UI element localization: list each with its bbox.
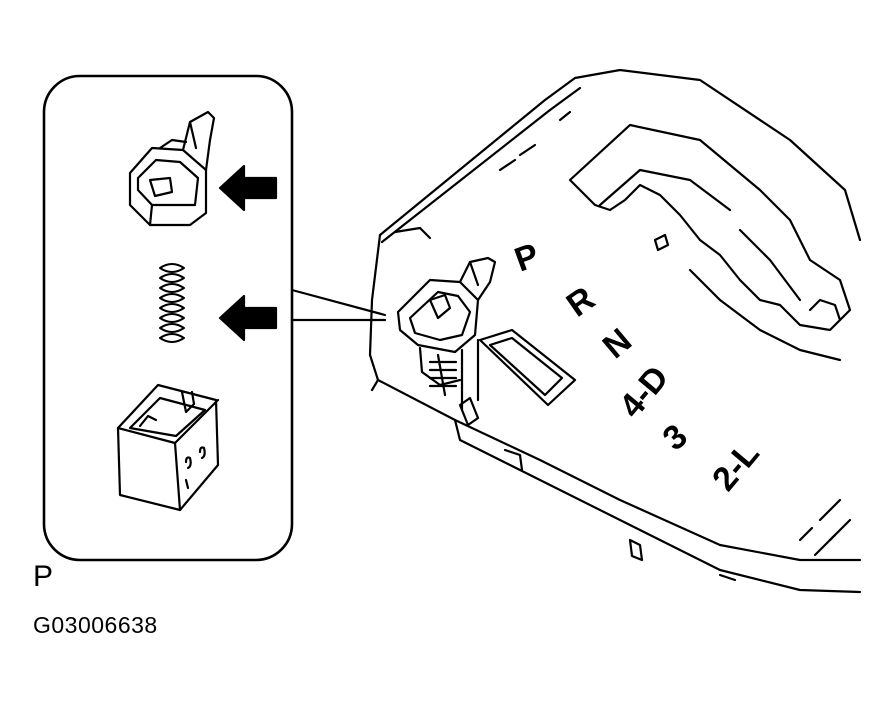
installed-shift-lock-button (396, 256, 577, 412)
gear-label-3: 3 (656, 417, 695, 458)
gear-label-n: N (596, 321, 639, 366)
figure-label: P (33, 560, 54, 593)
shift-console-housing (368, 68, 862, 594)
left-arrow-icon (218, 294, 278, 342)
gear-label-r: R (560, 279, 602, 324)
compression-spring-icon (159, 263, 185, 343)
gear-label-2l: 2-L (705, 435, 767, 498)
figure-code: G03006638 (33, 612, 158, 638)
left-arrow-icon (218, 164, 278, 212)
button-housing-icon (116, 383, 220, 512)
gear-label-4d: 4-D (612, 359, 676, 425)
shift-lock-button-icon (128, 110, 216, 227)
gear-label-p: P (510, 236, 544, 279)
exploded-view-callout (42, 74, 387, 562)
